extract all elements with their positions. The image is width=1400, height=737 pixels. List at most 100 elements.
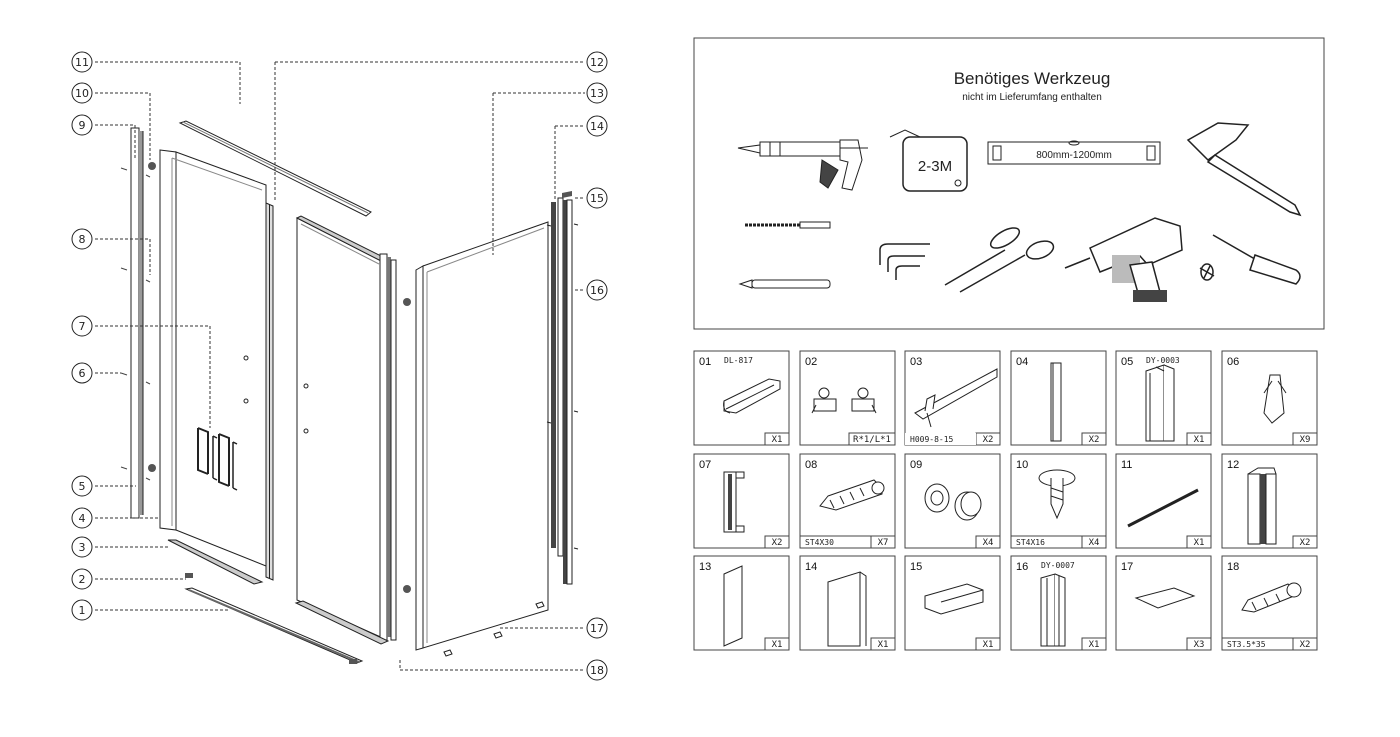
part-tag: ST3.5*35 [1227, 640, 1266, 649]
part-quantity: X9 [1300, 435, 1311, 445]
part-03-icon [914, 368, 998, 428]
part-12-icon [1247, 467, 1277, 545]
level-label: 800mm-1200mm [1036, 150, 1112, 161]
side-panel [415, 221, 549, 651]
qty-box [764, 535, 790, 549]
door-handles [197, 427, 238, 491]
part-number: 11 [1121, 459, 1132, 471]
part-number: 10 [1016, 459, 1028, 471]
part-number: 13 [699, 561, 711, 573]
qty-box [848, 432, 896, 446]
part-quantity: X1 [772, 435, 783, 445]
tools-panel: Benötiges Werkzeug nicht im Lieferumfang… [693, 37, 1325, 330]
qty-box [1186, 637, 1212, 651]
tag-box [799, 535, 872, 549]
part-number: 14 [805, 561, 817, 573]
qty-box [1186, 432, 1212, 446]
small-clips [185, 573, 357, 664]
callout-16: 16 [590, 284, 604, 297]
left-glass-panel [159, 149, 267, 567]
part-quantity: X1 [983, 640, 994, 650]
part-number: 04 [1016, 356, 1028, 368]
part-tag: H009-8-15 [910, 435, 954, 444]
right-door-profile [379, 253, 397, 641]
qty-box [1292, 535, 1318, 549]
qty-box [1081, 432, 1107, 446]
part-08-icon [819, 479, 885, 511]
spirit-level-icon [987, 140, 1161, 165]
part-quantity: X2 [1300, 538, 1311, 548]
part-tag: ST4X30 [805, 538, 834, 547]
part-number: 08 [805, 459, 817, 471]
qty-box [1186, 535, 1212, 549]
part-number: 09 [910, 459, 922, 471]
part-14-icon [827, 571, 867, 647]
cordless-drill-icon [1064, 217, 1183, 302]
part-tag: DY-0003 [1146, 356, 1180, 365]
callout-14: 14 [590, 120, 604, 133]
part-cell-border [799, 350, 896, 446]
bottom-rails [167, 539, 390, 664]
part-number: 15 [910, 561, 922, 573]
part-cell-border [904, 453, 1001, 549]
callout-6: 6 [79, 367, 86, 380]
part-tag: DL-817 [724, 356, 753, 365]
center-magnet-strip [265, 202, 274, 581]
part-07-icon [723, 471, 745, 533]
right-door-glass [295, 215, 388, 639]
hex-keys-icon [879, 243, 930, 280]
callout-15: 15 [590, 192, 604, 205]
part-09-icon [924, 483, 982, 521]
callout-9: 9 [79, 119, 86, 132]
part-01-icon [723, 378, 781, 414]
part-quantity: X2 [983, 435, 994, 445]
part-10-icon [1038, 469, 1076, 520]
part-number: 17 [1121, 561, 1133, 573]
tools-title: Benötiges Werkzeug [954, 69, 1111, 88]
callout-12: 12 [590, 56, 604, 69]
tape-label: 2-3M [918, 158, 952, 175]
part-04-icon [1050, 362, 1062, 442]
callout-1: 1 [79, 604, 86, 617]
callout-17: 17 [590, 622, 604, 635]
screwdriver-icon [1199, 234, 1301, 285]
part-quantity: X4 [1089, 538, 1100, 548]
part-15-icon [924, 583, 984, 615]
qty-box [1081, 637, 1107, 651]
part-quantity: X1 [878, 640, 889, 650]
callout-circles [71, 51, 608, 681]
part-tag: ST4X16 [1016, 538, 1045, 547]
qty-box [975, 535, 1001, 549]
callout-7: 7 [79, 320, 86, 333]
callout-numbers: 11 10 9 8 7 6 5 4 3 2 1 12 13 14 15 16 1… [75, 56, 604, 677]
callout-13: 13 [590, 87, 604, 100]
callout-2: 2 [79, 573, 86, 586]
part-number: 16 [1016, 561, 1028, 573]
left-wall-profile [130, 127, 144, 519]
part-quantity: X3 [1194, 640, 1205, 650]
qty-box [764, 637, 790, 651]
part-number: 18 [1227, 561, 1239, 573]
part-number: 07 [699, 459, 711, 471]
part-quantity: X1 [1194, 538, 1205, 548]
part-06-icon [1263, 374, 1287, 424]
qty-box [1292, 432, 1318, 446]
part-quantity: X7 [878, 538, 889, 548]
part-number: 03 [910, 356, 922, 368]
part-cell-02: 02R*1/L*1 [799, 350, 896, 446]
